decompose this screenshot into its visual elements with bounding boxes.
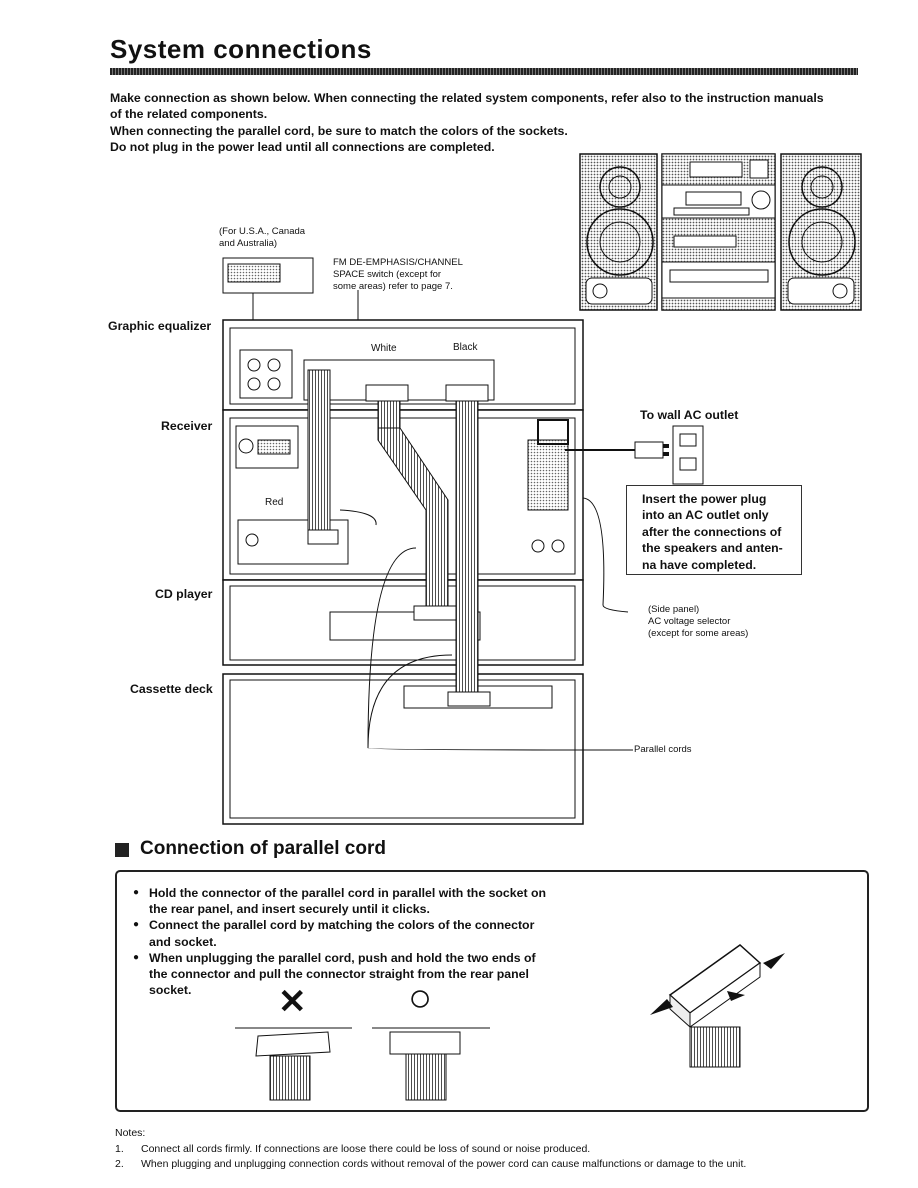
bullet-list: Hold the connector of the parallel cord … (133, 885, 553, 998)
note-number: 2. (115, 1158, 124, 1170)
intro-text: Make connection as shown below. When con… (110, 90, 870, 155)
label-side-panel: (Side panel) (648, 604, 700, 615)
page-title: System connections (110, 34, 372, 64)
correct-symbol: ○ (408, 976, 433, 1020)
right-speaker (780, 153, 862, 311)
list-item: Connect the parallel cord by matching th… (133, 917, 553, 949)
connector-comparison-illustration (235, 1027, 490, 1101)
intro-line: Make connection as shown below. When con… (110, 91, 824, 105)
label-receiver: Receiver (161, 419, 213, 433)
connection-diagram (222, 257, 634, 825)
note-item: 2. When plugging and unplugging connectio… (115, 1157, 746, 1173)
intro-line: of the related components. (110, 107, 268, 122)
ac-outlet-illustration (565, 425, 704, 485)
label-to-wall: To wall AC outlet (640, 408, 739, 422)
label-cd-player: CD player (155, 587, 213, 601)
fm-deemphasis-note-2: SPACE switch (except for (333, 269, 442, 280)
label-parallel-cords: Parallel cords (634, 744, 692, 755)
section-marker-icon (115, 843, 129, 857)
label-white: White (371, 343, 397, 354)
fm-deemphasis-note-3: some areas) refer to page 7. (333, 281, 453, 292)
label-cassette-deck: Cassette deck (130, 682, 213, 696)
wrong-symbol: ✕ (278, 983, 307, 1021)
usa-note: (For U.S.A., Canada (219, 226, 306, 237)
section-title: Connection of parallel cord (140, 838, 386, 859)
warning-line: after the connections of (642, 524, 782, 539)
instruction-panel (115, 870, 869, 1112)
list-item: When unplugging the parallel cord, push … (133, 950, 553, 999)
label-ac-voltage: AC voltage selector (648, 616, 731, 627)
label-except-areas: (except for some areas) (648, 628, 749, 639)
note-item: 1. Connect all cords firmly. If connectio… (115, 1142, 746, 1158)
notes-heading: Notes: (115, 1127, 146, 1139)
center-stack (661, 153, 776, 311)
label-red: Red (265, 497, 284, 508)
connector-squeeze-illustration (650, 944, 785, 1068)
warning-line: into an AC outlet only (642, 508, 769, 523)
note-text: When plugging and unplugging connection … (141, 1158, 747, 1170)
label-graphic-equalizer: Graphic equalizer (108, 319, 212, 333)
warning-line: Insert the power plug (642, 492, 767, 506)
list-item: Hold the connector of the parallel cord … (133, 885, 553, 917)
intro-line: Do not plug in the power lead until all … (110, 139, 495, 154)
intro-line: When connecting the parallel cord, be su… (110, 123, 568, 138)
left-speaker (579, 153, 658, 311)
warning-line: the speakers and anten- (642, 541, 783, 556)
note-number: 1. (115, 1142, 124, 1155)
notes: Notes: 1. Connect all cords firmly. If co… (115, 1126, 746, 1173)
fm-deemphasis-note: FM DE-EMPHASIS/CHANNEL (333, 257, 463, 268)
note-text: Connect all cords firmly. If connections… (141, 1142, 591, 1155)
system-illustration (579, 153, 862, 311)
title-rule (110, 68, 858, 75)
label-black: Black (453, 342, 478, 353)
usa-note-2: and Australia) (219, 238, 278, 249)
warning-line: na have completed. (642, 557, 757, 572)
warning-text: Insert the power plug into an AC outlet … (642, 491, 794, 573)
warning-box (626, 485, 802, 575)
